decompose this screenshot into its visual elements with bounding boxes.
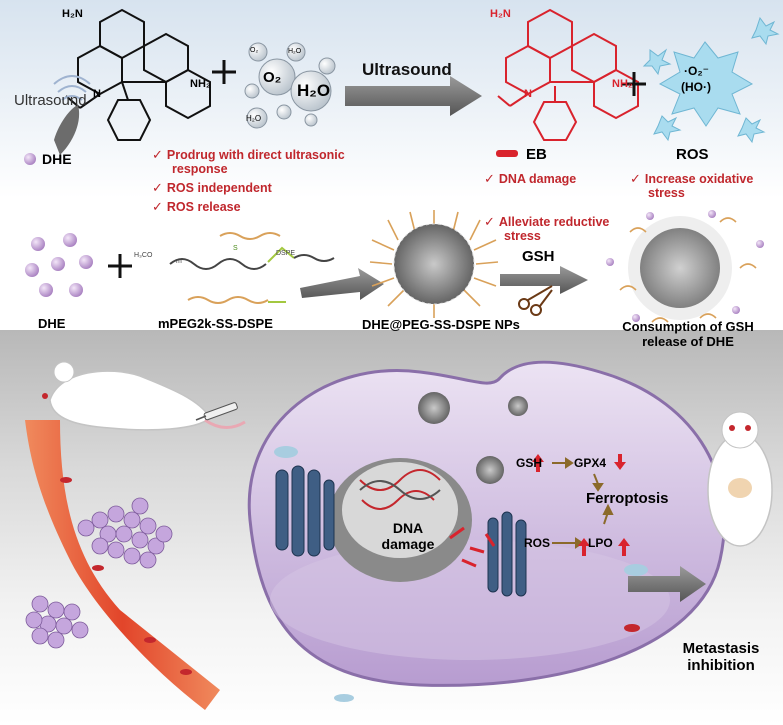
metastasis-label: Metastasis inhibition [682, 640, 760, 674]
dhe-balls-group [25, 233, 93, 297]
dna-damage-marks [449, 526, 496, 568]
ros-feature-1-cont: stress [648, 186, 685, 200]
mouse-icon [42, 361, 246, 431]
polymer-chains [169, 232, 335, 304]
tumor-cluster [25, 497, 173, 649]
consumption-label: Consumption of GSH release of DHE [622, 319, 754, 349]
ultrasound-arrow-label: Ultrasound [362, 60, 452, 79]
ultrasound-probe-label: Ultrasound [14, 92, 87, 109]
h2o-small-label: H₂O [288, 48, 302, 55]
mitochondrion [274, 446, 298, 458]
dhe-structure [65, 8, 211, 141]
cell-ros-label: ROS [524, 536, 551, 550]
eb-nh2-right: NH₂ [612, 78, 633, 90]
ferroptosis-label: Ferroptosis [586, 490, 669, 507]
ros-burst-icon [642, 16, 780, 144]
dhe-feature-2: ✓ROS independent [152, 180, 272, 195]
eb-marker [496, 150, 518, 157]
pathway-arrows [552, 457, 614, 549]
golgi-apparatus [275, 465, 335, 557]
polymer-chem-m: m [176, 258, 182, 265]
arrow-to-nps [300, 268, 384, 300]
dhe-nh2-right: NH₂ [190, 78, 211, 90]
polymer-chem-s: S [233, 245, 238, 252]
nanoparticle-in-cell [418, 392, 450, 424]
gsh-arrow [500, 266, 588, 294]
cell-gpx4-label: GPX4 [574, 456, 607, 470]
dhe-title: DHE [42, 151, 72, 167]
mitochondrion [624, 624, 640, 632]
ros-species-2: (HO·) [681, 80, 711, 94]
polymer-chem-dspe: DSPE [276, 250, 296, 257]
dhe-feature-1-cont: response [172, 162, 228, 176]
nps-label: DHE@PEG-SS-DSPE NPs [362, 317, 520, 332]
syringe-icon [195, 402, 238, 421]
ultrasound-arrow [345, 76, 482, 116]
nanoparticle-in-cell [476, 456, 504, 484]
eb-nh2-left: H₂N [490, 8, 511, 20]
nanoparticle-in-cell [508, 396, 528, 416]
eb-structure [497, 8, 639, 141]
disassembled-nanoparticle [606, 210, 764, 323]
dna-damage-label: DNA damage [381, 520, 435, 552]
dhe-n-atom: N [93, 88, 101, 100]
ultrasound-probe-icon [53, 75, 91, 155]
arrow-to-metastasis [628, 566, 706, 602]
o2-small-label: O₂ [250, 47, 259, 54]
bubble-cluster [244, 42, 336, 129]
plus-icon [108, 254, 132, 278]
eb-title: EB [526, 146, 547, 163]
gsh-label: GSH [522, 248, 555, 265]
trend-arrows [532, 454, 630, 556]
cell-lpo-label: LPO [588, 536, 613, 550]
alleviate-label: ✓Alleviate reductive [484, 214, 610, 229]
tumor-cell [247, 360, 726, 687]
blood-vessel [25, 420, 220, 710]
o2-large-label: O₂ [263, 69, 282, 86]
cell-gsh-label: GSH [516, 456, 543, 470]
eb-feature-1: ✓DNA damage [484, 171, 577, 186]
dhe-bottom-label: DHE [38, 316, 66, 331]
dhe-feature-3: ✓ROS release [152, 199, 241, 214]
ros-title: ROS [676, 146, 709, 163]
golgi-apparatus [487, 511, 527, 597]
eb-n-atom: N [524, 88, 532, 100]
ros-feature-1: ✓Increase oxidative [630, 171, 754, 186]
h2o-small-label: H₂O [246, 114, 262, 123]
mouse-icon [707, 411, 773, 547]
dhe-ball-icon [24, 153, 36, 165]
alleviate-label-cont: stress [504, 229, 541, 243]
plus-icon [212, 60, 236, 84]
nucleus [328, 458, 472, 582]
h2o-large-label: H₂O [297, 81, 331, 100]
scissors-icon [518, 285, 553, 316]
nanoparticle-sphere [369, 210, 499, 318]
mitochondrion [334, 694, 354, 702]
plus-icon [622, 72, 646, 96]
ros-species-1: ·O₂⁻ [684, 64, 709, 78]
dhe-nh2-left: H₂N [62, 8, 83, 20]
dhe-feature-1: ✓Prodrug with direct ultrasonic [152, 147, 345, 162]
mitochondrion [624, 564, 648, 576]
polymer-chem-left: H₃CO [134, 252, 153, 259]
polymer-label: mPEG2k-SS-DSPE [158, 316, 273, 331]
